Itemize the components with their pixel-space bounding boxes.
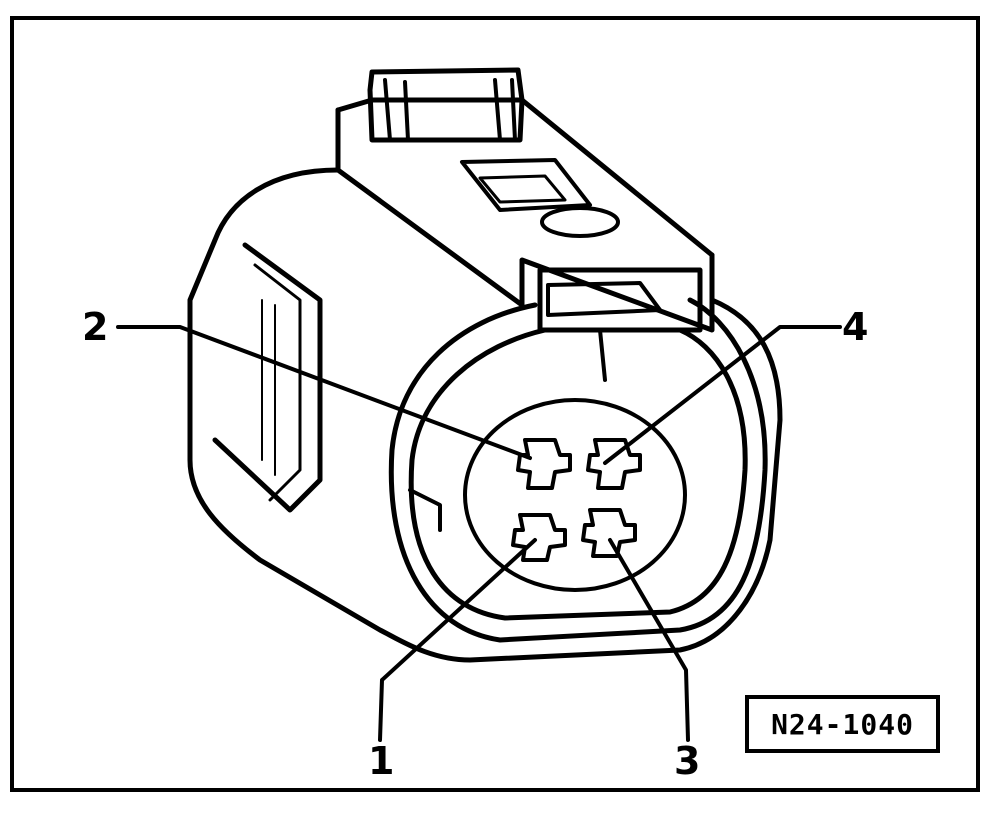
key-slot	[537, 267, 703, 333]
pin-cavity	[463, 398, 687, 592]
diagram-frame	[10, 16, 980, 792]
latch-tab-ridge-left	[383, 78, 410, 142]
figure-code: N24-1040	[771, 707, 914, 741]
callout-label-4: 4	[842, 305, 869, 349]
terminal-1	[511, 513, 567, 562]
leader-lines	[116, 325, 842, 742]
top-window-inner	[478, 174, 567, 204]
mating-face-outer	[388, 297, 768, 643]
left-rib	[408, 488, 442, 532]
side-latch-inner	[253, 263, 302, 502]
callout-label-3: 3	[674, 739, 701, 783]
figure-code-box: N24-1040	[745, 695, 940, 753]
side-latch-hatch	[261, 299, 276, 476]
mating-face-inner	[408, 327, 748, 621]
leader-2	[116, 325, 532, 460]
leader-4	[603, 325, 842, 465]
housing-top	[335, 97, 715, 333]
terminal-2	[516, 438, 572, 490]
callout-label-1: 1	[368, 739, 395, 783]
latch-tab-ridge-right	[493, 78, 517, 142]
top-rivet	[540, 206, 620, 238]
key-slot-inner	[546, 281, 662, 317]
terminal-4	[586, 438, 642, 490]
top-window	[460, 158, 592, 212]
side-latch-frame	[212, 242, 323, 513]
leader-1	[378, 538, 537, 742]
callout-label-2: 2	[82, 305, 109, 349]
leader-3	[608, 538, 690, 742]
key-rib	[598, 328, 607, 382]
terminal-3	[581, 508, 637, 558]
